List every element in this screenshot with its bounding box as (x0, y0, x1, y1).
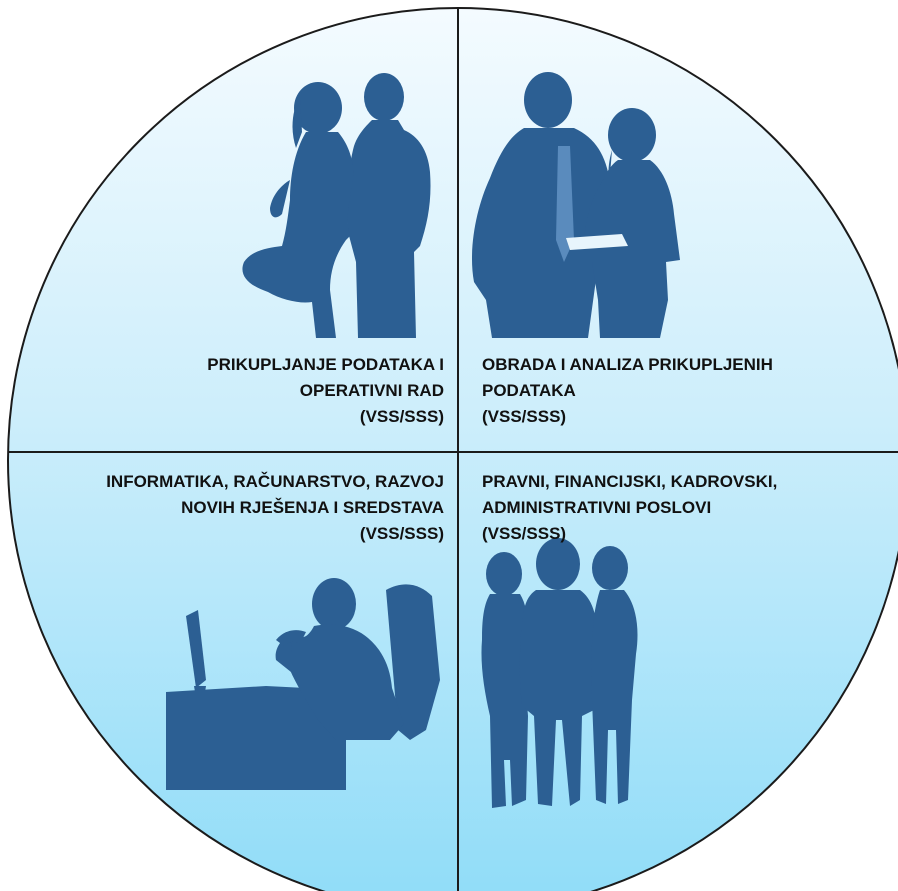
quadrant-bottom-right-label: PRAVNI, FINANCIJSKI, KADROVSKI, ADMINIST… (482, 469, 777, 547)
quadrant-top-left-label: PRIKUPLJANJE PODATAKA I OPERATIVNI RAD (… (207, 352, 444, 430)
business-meeting-silhouette-icon (471, 72, 680, 338)
quadrant-bottom-right-line-1: PRAVNI, FINANCIJSKI, KADROVSKI, (482, 472, 778, 491)
quadrant-bottom-right-line-3: (VSS/SSS) (482, 524, 567, 543)
quadrant-top-right-label: OBRADA I ANALIZA PRIKUPLJENIH PODATAKA (… (482, 352, 773, 430)
quadrant-top-left-line-3: (VSS/SSS) (359, 407, 444, 426)
quadrant-bottom-left-label: INFORMATIKA, RAČUNARSTVO, RAZVOJ NOVIH R… (106, 469, 444, 547)
quadrant-bottom-left-line-3: (VSS/SSS) (359, 524, 444, 543)
quadrant-bottom-left-line-2: NOVIH RJEŠENJA I SREDSTAVA (181, 498, 444, 517)
group-of-three-people-silhouette-icon (481, 538, 638, 808)
circle-background (7, 7, 898, 891)
quadrant-top-left-line-1: PRIKUPLJANJE PODATAKA I (207, 355, 444, 374)
couple-back-to-back-silhouette-icon (242, 73, 431, 338)
quadrant-top-right-line-2: PODATAKA (482, 381, 576, 400)
quadrant-top-right-line-1: OBRADA I ANALIZA PRIKUPLJENIH (482, 355, 773, 374)
quadrant-top-right-line-3: (VSS/SSS) (482, 407, 567, 426)
quadrant-top-left-line-2: OPERATIVNI RAD (299, 381, 444, 400)
quadrant-bottom-right-line-2: ADMINISTRATIVNI POSLOVI (482, 498, 712, 517)
person-at-computer-desk-silhouette-icon (166, 578, 440, 790)
quadrant-bottom-left-line-1: INFORMATIKA, RAČUNARSTVO, RAZVOJ (106, 472, 444, 491)
